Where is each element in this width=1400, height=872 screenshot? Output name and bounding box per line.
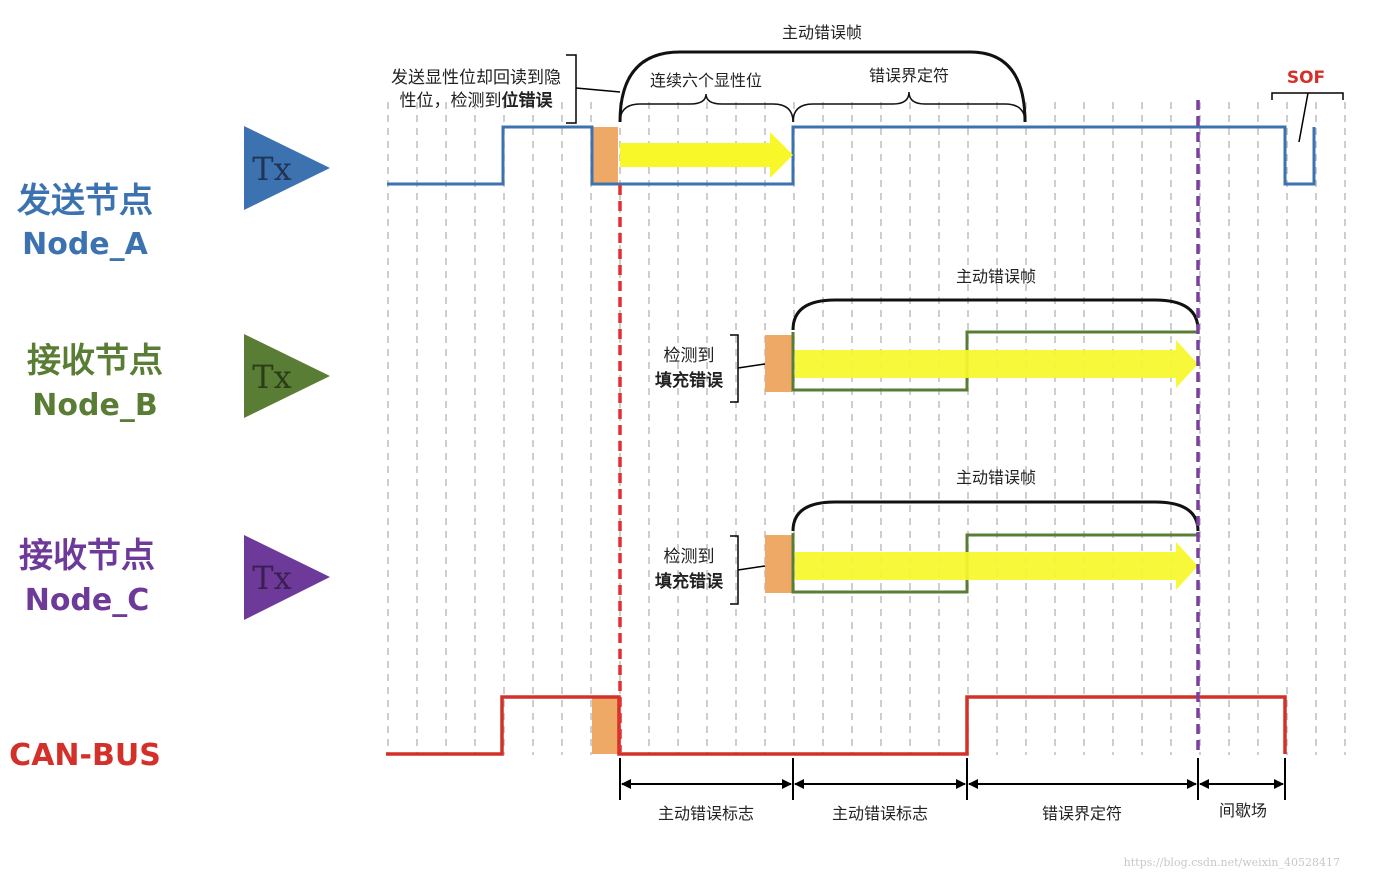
watermark: https://blog.csdn.net/weixin_40528417 [1124,856,1340,869]
can-bus-waveform [386,695,1287,756]
node-b-frame-brace [791,298,1200,331]
node-a-yellow-arrow [620,132,793,178]
bus-error-marker [592,698,618,754]
bottom-timeline: 主动错误标志 主动错误标志 错误界定符 间歇场 [619,758,1286,823]
node-a-tx-text: Tx [252,150,291,188]
node-a-tx-icon: Tx [244,126,330,210]
node-b-detect-line1: 检测到 [664,346,715,366]
bottom-seg3-label: 错误界定符 [1042,804,1122,823]
node-b-yellow-arrow [795,340,1198,388]
node-c-waveform: 主动错误帧 检测到 填充错误 [655,468,1200,605]
node-a-note-line1: 发送显性位却回读到隐 [391,68,561,88]
node-b-waveform: 主动错误帧 检测到 填充错误 [655,267,1200,403]
bottom-seg1-label: 主动错误标志 [658,804,754,823]
node-c-en-label: Node_C [25,583,150,618]
node-a-label-group: 发送节点 Node_A [17,181,153,262]
node-a-annotations: 发送显性位却回读到隐 性位，检测到位错误 主动错误帧 连续六个显性位 错误界定符… [391,23,1344,143]
node-b-label-group: 接收节点 Node_B [27,341,163,423]
bus-signal [386,695,1287,756]
node-a-en-label: Node_A [22,227,149,262]
node-c-yellow-arrow [795,542,1198,590]
node-a-frame-label: 主动错误帧 [782,23,862,42]
node-b-en-label: Node_B [32,388,157,423]
node-a-note-line2: 性位，检测到位错误 [400,90,554,111]
node-c-label-group: 接收节点 Node_C [19,536,155,618]
node-b-stuff-error-marker [765,335,792,392]
node-b-tx-icon: Tx [244,334,330,418]
node-b-cn-label: 接收节点 [27,341,163,381]
node-c-frame-label: 主动错误帧 [956,468,1036,487]
node-b-tx-text: Tx [252,358,291,396]
node-c-tx-icon: Tx [244,535,330,620]
node-c-frame-brace [791,500,1200,532]
sof-label: SOF [1287,68,1325,88]
node-c-cn-label: 接收节点 [19,536,155,576]
node-a-waveform [387,125,1316,186]
bit-time-grid [387,102,1346,755]
node-a-frame-brace [618,50,1027,123]
node-c-detect-line1: 检测到 [664,547,715,567]
node-a-bit-error-marker [592,127,618,185]
node-c-signal [791,533,1198,594]
node-b-detect-line2: 填充错误 [655,370,724,391]
node-b-signal [791,330,1198,392]
node-a-signal [387,125,1316,186]
node-b-frame-label: 主动错误帧 [956,267,1036,286]
node-c-stuff-error-marker [765,535,792,593]
node-a-delimiter-label: 错误界定符 [869,66,949,85]
bottom-seg2-label: 主动错误标志 [832,804,928,823]
bottom-seg4-label: 间歇场 [1219,801,1267,820]
node-a-cn-label: 发送节点 [17,181,153,221]
node-c-tx-text: Tx [252,559,291,597]
node-c-detect-line2: 填充错误 [655,571,724,592]
node-a-six-dominant-label: 连续六个显性位 [650,71,762,90]
can-bus-label: CAN-BUS [9,738,161,773]
